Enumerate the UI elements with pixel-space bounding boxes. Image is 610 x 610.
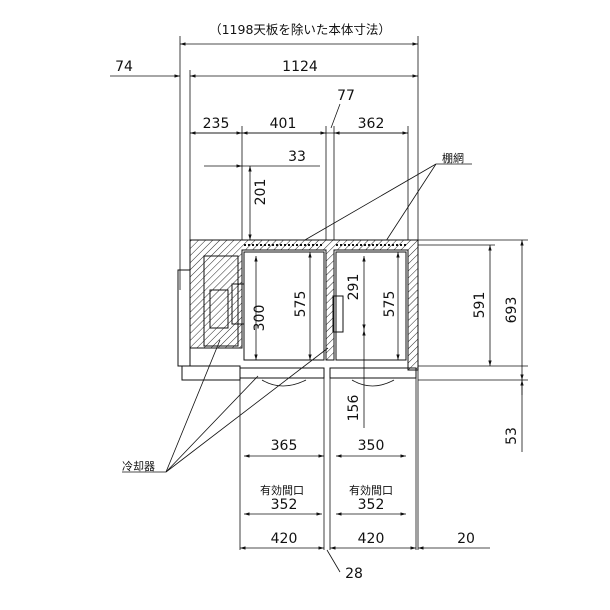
- dim-53: 53: [504, 427, 520, 445]
- effective-opening-label-right: 有効間口: [349, 483, 393, 497]
- left-compartment-interior: [243, 251, 325, 361]
- dim-77: 77: [337, 88, 355, 104]
- dim-420b: 420: [358, 531, 385, 547]
- dim-28: 28: [345, 566, 363, 582]
- dim-33: 33: [288, 149, 306, 165]
- dim-300: 300: [252, 305, 268, 332]
- machine-base: [181, 365, 241, 381]
- dim-74: 74: [115, 59, 133, 75]
- dim-156: 156: [346, 395, 362, 422]
- cooler-leader-2: [165, 375, 259, 473]
- mesh-label: 棚網: [442, 151, 464, 165]
- dim-401: 401: [270, 116, 297, 132]
- cooler-box: [203, 255, 239, 347]
- cooler-leader-3: [165, 347, 329, 473]
- dim-575a: 575: [293, 291, 309, 318]
- leader-28: [326, 549, 341, 573]
- leader-77: [330, 103, 341, 129]
- dim-291: 291: [346, 274, 362, 301]
- left-door-front: [239, 367, 325, 379]
- dim-352b: 352: [358, 497, 385, 513]
- dim-352a: 352: [271, 497, 298, 513]
- left-door-handle: [261, 379, 307, 387]
- mesh-leader-2: [383, 163, 437, 245]
- center-hinge: [332, 295, 344, 333]
- cooler-coil: [209, 289, 229, 329]
- cooler-label: 冷却器: [122, 460, 155, 473]
- dim-201: 201: [253, 179, 269, 206]
- dim-362: 362: [358, 116, 385, 132]
- dim-693: 693: [504, 297, 520, 324]
- right-compartment-interior: [335, 251, 407, 361]
- dim-235: 235: [203, 116, 230, 132]
- dim-591: 591: [472, 292, 488, 319]
- effective-opening-label-left: 有効間口: [260, 483, 304, 497]
- dim-20: 20: [457, 531, 475, 547]
- dim-365: 365: [271, 438, 298, 454]
- overall-title: （1198天板を除いた本体寸法）: [209, 22, 391, 37]
- mesh-leader-1: [297, 163, 437, 245]
- dim-420a: 420: [271, 531, 298, 547]
- right-door-front: [329, 367, 417, 379]
- cooler-leader-1: [165, 339, 221, 473]
- right-door-handle: [351, 379, 395, 387]
- dim-575b: 575: [382, 291, 398, 318]
- dim-350: 350: [358, 438, 385, 454]
- dim-1124: 1124: [282, 59, 318, 75]
